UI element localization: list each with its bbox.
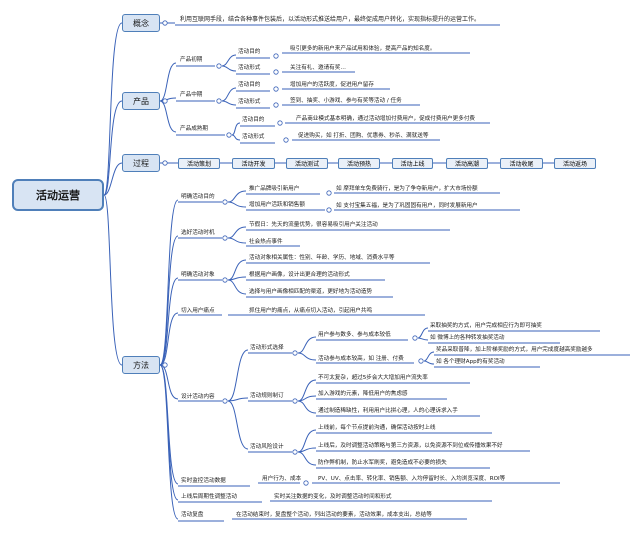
risk-item-1: 上线前，每个节点提前沟通，确保活动按时上线 <box>318 425 436 431</box>
stage-6: 活动高潮 <box>446 158 488 169</box>
mature-goal-value: 产品商业模式基本明确，通过活动增加付费用户，促成付费用户更多付费 <box>296 116 476 122</box>
review-label: 活动复盘 <box>181 512 204 518</box>
timing-item-1: 节假日：先天的流量优势，很容易吸引用户关注活动 <box>249 222 378 228</box>
goal-item-2-note: 如 支付宝集五福，是为了巩固固有用户，同时发展新用户 <box>336 203 478 209</box>
mid-goal-value: 增加用户的活跃度，促进用户留存 <box>290 82 374 88</box>
rules-item-3: 通过制造稀缺性，利用用户比拼心理，人的心理诉求入手 <box>318 408 458 414</box>
early-form-value: 关注有礼、邀请有奖… <box>290 65 346 71</box>
stage-2: 活动开发 <box>232 158 275 169</box>
pain-text: 抓住用户的痛点，从痛点切入活动，引起用户共鸣 <box>249 308 373 314</box>
mid-form-value: 签到、抽奖、小游戏、参与有奖等活动 / 任务 <box>290 98 402 104</box>
phase-early: 产品初期 <box>180 57 203 63</box>
stage-5: 活动上线 <box>392 158 433 169</box>
form-label: 活动形式选择 <box>250 345 284 351</box>
early-goal-value: 吸引更多的新用户来产品试用和体验，提高产品的知名度。 <box>290 46 436 52</box>
pain-label: 切入用户痛点 <box>181 308 215 314</box>
goal-item-2: 增加用户活跃和销售额 <box>249 202 305 208</box>
stage-7: 活动收尾 <box>500 158 543 169</box>
monitor-label: 实时监控活动数据 <box>181 478 226 484</box>
form-option-a-note-1: 采取抽奖的方式，用户完成相应行为即可抽奖 <box>430 323 542 329</box>
target-item-3: 选择与用户画像相匹配的渠道，更好地为活动造势 <box>249 289 373 295</box>
risk-item-2: 上线后，及时调整活动策略与第三方资源，以免资源不到位或传播效果不好 <box>318 443 503 449</box>
rules-label: 活动规则制订 <box>250 393 284 399</box>
mature-form-value: 促进购买，如 打折、团购、优惠券、秒杀、满就送等 <box>298 133 429 139</box>
timing-label: 选好活动时机 <box>181 230 215 236</box>
risk-item-3: 防作弊机制，防止水军刷奖，避免造成不必要的损失 <box>318 460 447 466</box>
early-form-key: 活动形式 <box>238 65 261 71</box>
form-option-b-note-1: 奖品采取普降，加上阶梯奖励的方式，用户完成度越高奖励越多 <box>436 347 593 353</box>
concept-text: 利用互联网手段，结合各种事件包装后，以活动形式推送给用户，最终促成用户转化，实现… <box>180 16 481 23</box>
mid-goal-key: 活动目的 <box>238 82 261 88</box>
design-label: 设计活动内容 <box>181 394 215 400</box>
target-label: 明确活动对象 <box>181 272 215 278</box>
form-option-a: 用户参与数多、参与成本较低 <box>318 332 391 338</box>
form-option-b: 活动参与成本较高，如 注册、付费 <box>318 356 404 362</box>
form-option-a-note-2: 如 微博上的各种转发抽奖活动 <box>430 335 505 341</box>
stage-4: 活动预热 <box>338 158 380 169</box>
adjust-text: 实时关注数据的变化，及时调整活动时间和形式 <box>274 494 392 500</box>
root-node: 活动运营 <box>12 179 104 211</box>
mature-goal-key: 活动目的 <box>242 117 265 123</box>
rules-item-2: 加入游戏的元素，降低用户的焦虑感 <box>318 391 408 397</box>
goal-label: 明确活动目的 <box>181 194 215 200</box>
goal-item-1-note: 如 摩拜单车免费骑行，是为了争夺新用户，扩大市场份额 <box>336 186 478 192</box>
stage-1: 活动策划 <box>178 158 220 169</box>
concept-node: 概念 <box>122 14 160 32</box>
review-text: 在活动结束时，复盘整个活动，列出活动的要素，活动效果，成本支出，总结等 <box>236 512 432 518</box>
timing-item-2: 社会热点事件 <box>249 239 283 245</box>
method-node: 方法 <box>122 356 160 374</box>
risk-label: 活动风险设计 <box>250 444 284 450</box>
adjust-label: 上线后周期性调整活动 <box>181 494 237 500</box>
monitor-value: PV、UV、点击率、转化率、销售额、入均停留时长、入均浏览深度、ROI等 <box>318 476 506 482</box>
phase-middle: 产品中期 <box>180 92 203 98</box>
target-item-2: 根据用户画像，设计出更合理的活动形式 <box>249 272 350 278</box>
target-item-1: 活动对象相关属性：性别、年龄、学历、地域、消费水平等 <box>249 255 395 261</box>
monitor-key: 用户行为、成本 <box>262 476 302 482</box>
goal-item-1: 推广品牌吸引新用户 <box>249 186 300 192</box>
early-goal-key: 活动目的 <box>238 49 261 55</box>
process-node: 过程 <box>122 154 160 172</box>
mid-form-key: 活动形式 <box>238 99 261 105</box>
product-node: 产品 <box>122 92 160 110</box>
form-option-b-note-2: 如 各个理财App的有奖活动 <box>436 359 505 365</box>
phase-mature: 产品成熟期 <box>180 126 208 132</box>
stage-3: 活动测试 <box>286 158 328 169</box>
mature-form-key: 活动形式 <box>242 134 265 140</box>
rules-item-1: 不可太复杂，超过5步会大大增加用户流失率 <box>318 375 428 381</box>
stage-8: 活动返场 <box>554 158 596 169</box>
